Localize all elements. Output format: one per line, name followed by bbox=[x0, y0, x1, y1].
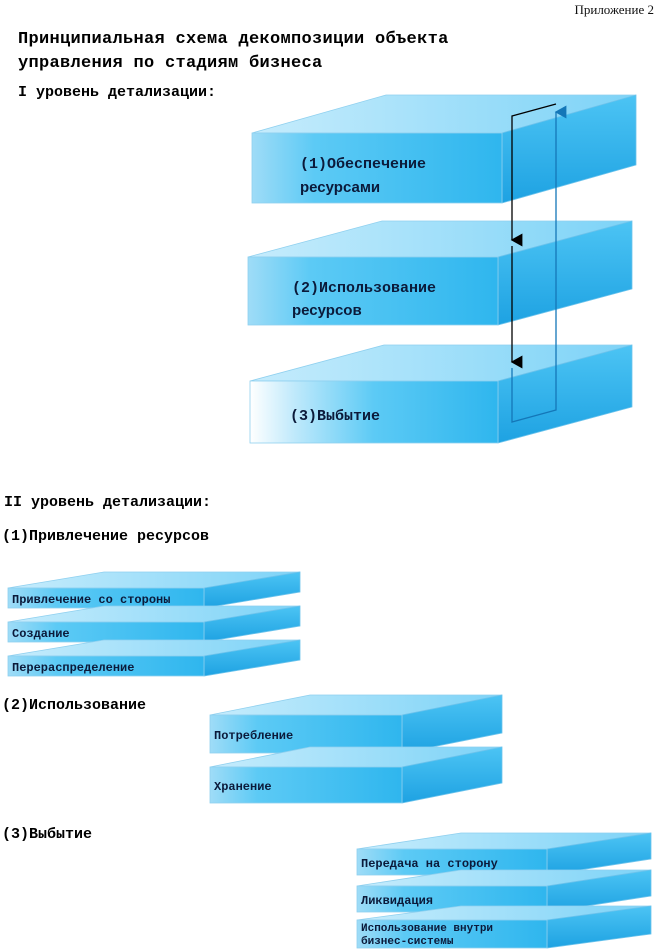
flow-arrow-down-1 bbox=[510, 103, 557, 247]
level2-group2-slab-2: Хранение bbox=[209, 746, 503, 804]
level1-heading: I уровень детализации: bbox=[18, 84, 217, 101]
group3-heading: (3)Выбытие bbox=[2, 826, 93, 843]
page-title-line2: управления по стадиям бизнеса bbox=[18, 54, 323, 73]
group2-heading: (2)Использование bbox=[2, 697, 147, 714]
level1-slab-1-label-line1: (1)Обеспечение bbox=[300, 156, 426, 173]
level2-group1-slab-1: Привлечение со стороны bbox=[7, 571, 301, 609]
level2-group1-slab-2-label: Создание bbox=[12, 627, 70, 641]
level2-group2-slab-1: Потребление bbox=[209, 694, 503, 754]
level2-heading: II уровень детализации: bbox=[4, 494, 212, 511]
level1-slab-2: (2)Использование ресурсов bbox=[247, 220, 633, 326]
level2-group1-slab-3: Перераспределение bbox=[7, 639, 301, 677]
level1-slab-1: (1)Обеспечение ресурсами bbox=[251, 94, 637, 204]
level1-slab-3: (3)Выбытие bbox=[249, 344, 633, 444]
level2-group3-slab-3-front-face bbox=[356, 919, 548, 949]
level1-slab-1-label-line2: ресурсами bbox=[300, 179, 380, 196]
level2-group3-slab-1-front-face bbox=[356, 848, 548, 876]
level2-group1-slab-1-label: Привлечение со стороны bbox=[12, 593, 170, 607]
level2-group2-slab-2-label: Хранение bbox=[214, 780, 272, 794]
level1-slab-2-label-line1: (2)Использование bbox=[292, 280, 436, 297]
page-title: Принципиальная схема декомпозиции объект… bbox=[18, 28, 449, 76]
page-title-line1: Принципиальная схема декомпозиции объект… bbox=[18, 30, 449, 49]
level2-group3-slab-1: Передача на сторону bbox=[356, 832, 652, 876]
level2-group2-slab-2-front-face bbox=[209, 766, 403, 804]
level1-slab-2-front-face bbox=[247, 256, 499, 326]
level2-group1-slab-3-label: Перераспределение bbox=[12, 661, 134, 675]
level2-group3-slab-2-label: Ликвидация bbox=[361, 894, 433, 908]
level2-group1-slab-3-front-face bbox=[7, 655, 205, 677]
level2-group3-slab-1-label: Передача на сторону bbox=[361, 857, 498, 871]
appendix-label: Приложение 2 bbox=[574, 2, 654, 17]
flow-arrow-return-up bbox=[511, 105, 567, 423]
group1-heading: (1)Привлечение ресурсов bbox=[2, 528, 210, 545]
level1-slab-2-label-line2: ресурсов bbox=[292, 302, 362, 319]
level1-slab-3-label-line1: (3)Выбытие bbox=[290, 408, 380, 425]
level1-slab-3-front-face bbox=[249, 380, 499, 444]
level2-group2-slab-1-label: Потребление bbox=[214, 728, 293, 743]
level2-group1-slab-2: Создание bbox=[7, 605, 301, 643]
level1-slab-1-front-face bbox=[251, 132, 503, 204]
